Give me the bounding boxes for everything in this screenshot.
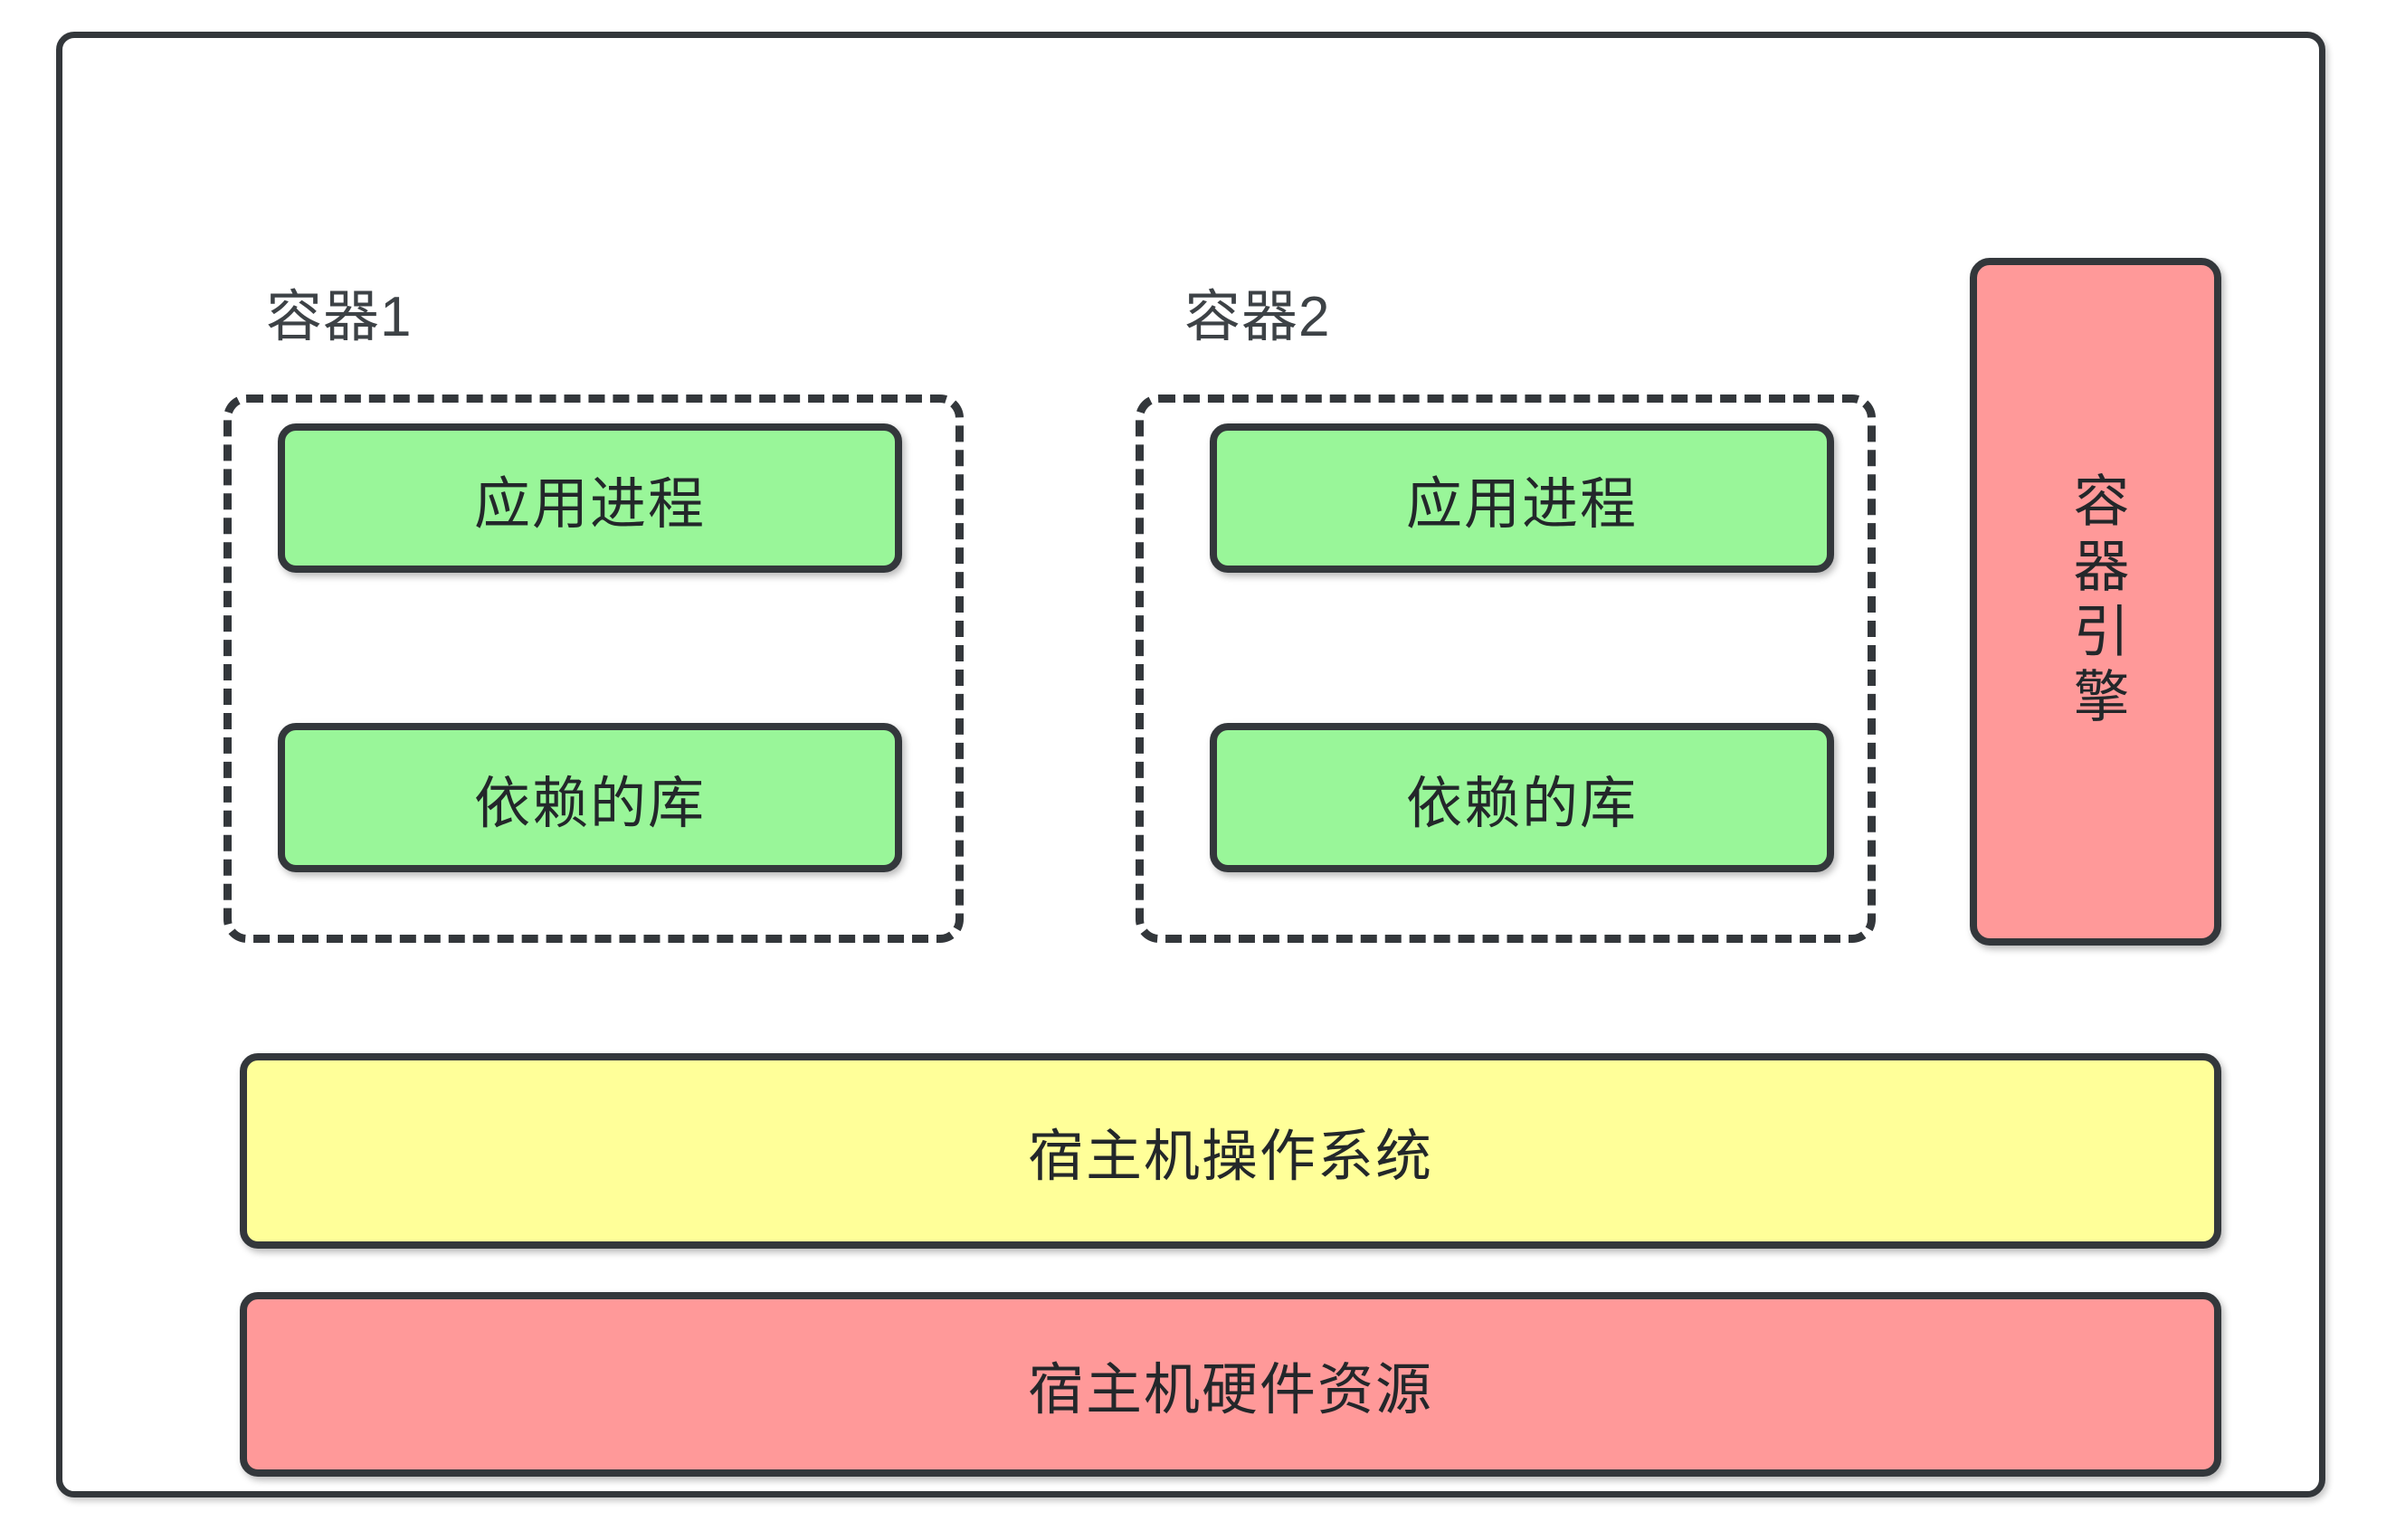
- container-2-label: 容器2: [1184, 286, 1331, 348]
- container-2-app-process-node: 应用进程: [1210, 423, 1834, 573]
- container-1-label: 容器1: [266, 286, 413, 348]
- container-2-dependency-library-label: 依赖的库: [1405, 772, 1638, 835]
- container-2-app-process-label: 应用进程: [1405, 472, 1638, 536]
- container-1-boundary: [223, 395, 964, 943]
- container-1-dependency-library-node: 依赖的库: [278, 723, 902, 872]
- host-operating-system-label: 宿主机操作系统: [1027, 1126, 1433, 1188]
- container-2-dependency-library-node: 依赖的库: [1210, 723, 1834, 872]
- container-1-dependency-library-label: 依赖的库: [473, 772, 706, 835]
- container-engine-node: 容器引擎: [1970, 258, 2221, 946]
- container-engine-label: 容器引擎: [2064, 471, 2127, 732]
- container-1-app-process-node: 应用进程: [278, 423, 902, 573]
- host-frame: 容器1 容器2 应用进程 依赖的库 应用进程 依赖的库 容器引擎 宿主机操作系统: [56, 32, 2325, 1497]
- container-2-boundary: [1136, 395, 1876, 943]
- host-hardware-resources-label: 宿主机硬件资源: [1027, 1359, 1433, 1421]
- container-1-app-process-label: 应用进程: [473, 472, 706, 536]
- host-operating-system-node: 宿主机操作系统: [240, 1053, 2221, 1249]
- host-hardware-resources-node: 宿主机硬件资源: [240, 1292, 2221, 1477]
